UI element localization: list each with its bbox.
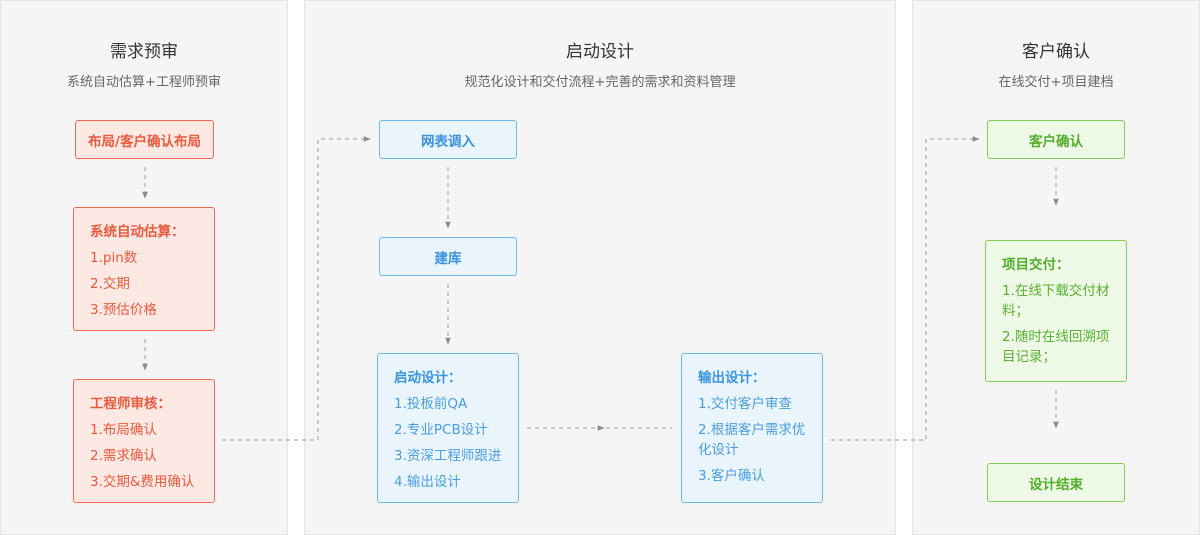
panel-subtitle: 系统自动估算+工程师预审 — [67, 75, 221, 90]
box-title: 工程师审核： — [90, 396, 171, 412]
panel-title: 客户确认 — [1022, 42, 1090, 62]
list-item: 2.专业PCB设计 — [394, 422, 488, 438]
list-item: 4.输出设计 — [394, 474, 461, 490]
box-title: 项目交付： — [1002, 257, 1070, 273]
list-item: 3.客户确认 — [698, 468, 765, 484]
box-title: 启动设计： — [394, 370, 462, 386]
box-title: 客户确认 — [1029, 133, 1083, 150]
panel-title: 启动设计 — [566, 42, 634, 62]
build-library-box: 建库 — [379, 237, 517, 276]
box-title: 建库 — [434, 250, 462, 267]
list-item: 1.布局确认 — [90, 422, 157, 438]
panel-subtitle: 在线交付+项目建档 — [998, 75, 1114, 90]
box-title: 布局/客户确认布局 — [88, 133, 201, 150]
list-item: 1.pin数 — [90, 250, 138, 266]
netlist-import-box: 网表调入 — [379, 120, 517, 159]
design-end-box: 设计结束 — [987, 463, 1125, 502]
list-item: 1.交付客户审查 — [698, 396, 792, 412]
list-item: 1.在线下载交付材料； — [1002, 283, 1110, 319]
layout-confirm-box: 布局/客户确认布局 — [75, 120, 214, 159]
list-item: 2.根据客户需求优化设计 — [698, 422, 806, 458]
list-item: 3.资深工程师跟进 — [394, 448, 502, 464]
customer-confirm-box: 客户确认 — [987, 120, 1125, 159]
list-item: 2.需求确认 — [90, 448, 157, 464]
list-item: 3.交期&费用确认 — [90, 474, 195, 490]
box-title: 输出设计： — [698, 370, 766, 386]
start-design-box: 启动设计： 1.投板前QA 2.专业PCB设计 3.资深工程师跟进 4.输出设计 — [377, 353, 519, 503]
box-title: 网表调入 — [421, 133, 475, 150]
list-item: 2.随时在线回溯项目记录； — [1002, 329, 1110, 365]
auto-estimate-box: 系统自动估算： 1.pin数 2.交期 3.预估价格 — [73, 207, 215, 331]
panel-subtitle: 规范化设计和交付流程+完善的需求和资料管理 — [464, 75, 736, 90]
list-item: 1.投板前QA — [394, 396, 468, 412]
box-title: 系统自动估算： — [90, 224, 185, 240]
engineer-review-box: 工程师审核： 1.布局确认 2.需求确认 3.交期&费用确认 — [73, 379, 215, 503]
list-item: 3.预估价格 — [90, 302, 157, 318]
project-delivery-box: 项目交付： 1.在线下载交付材料； 2.随时在线回溯项目记录； — [985, 240, 1127, 382]
box-title: 设计结束 — [1029, 476, 1083, 493]
output-design-box: 输出设计： 1.交付客户审查 2.根据客户需求优化设计 3.客户确认 — [681, 353, 823, 503]
panel-title: 需求预审 — [110, 42, 178, 62]
list-item: 2.交期 — [90, 276, 130, 292]
